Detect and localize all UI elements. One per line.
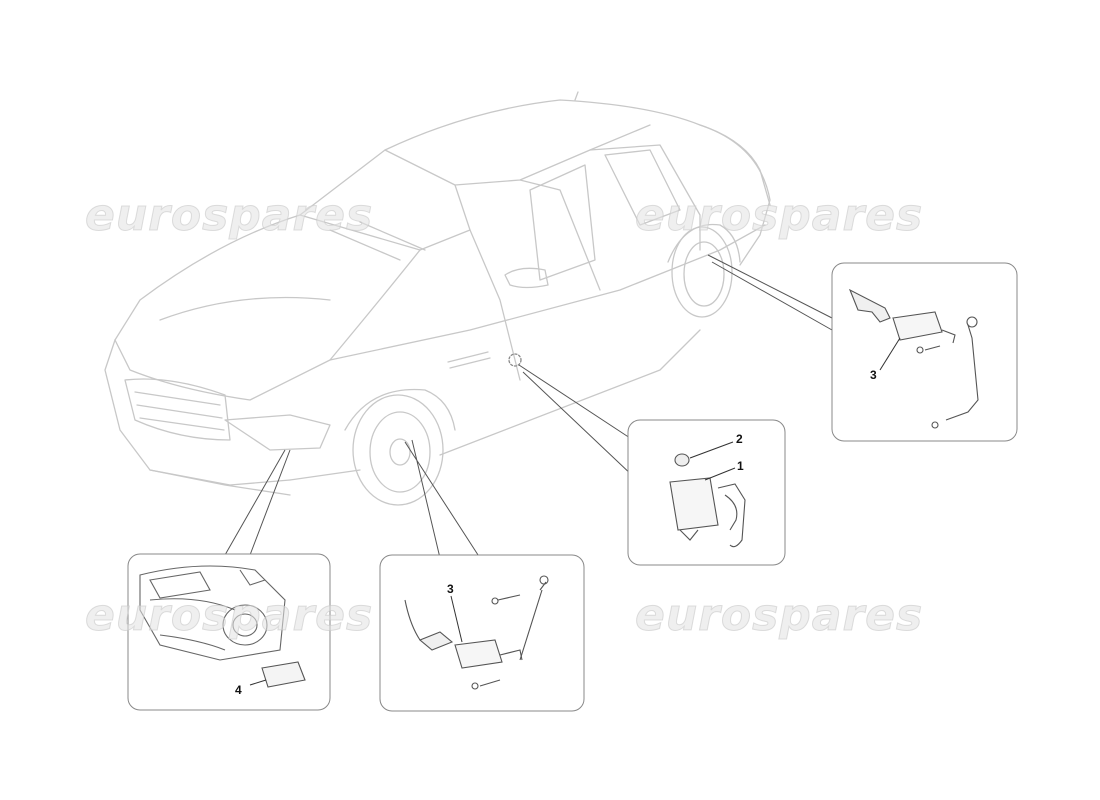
control-unit-part bbox=[669, 453, 746, 548]
leader-4 bbox=[249, 679, 267, 686]
callout-4-headlight-module: 4 bbox=[235, 683, 242, 697]
callout-2-grommet: 2 bbox=[736, 432, 743, 446]
leader-3-rear bbox=[879, 337, 901, 371]
rear-sensor-part bbox=[848, 288, 979, 429]
callout-3-front-sensor: 3 bbox=[447, 582, 454, 596]
leader-2 bbox=[689, 441, 734, 459]
headlight-detail-box bbox=[127, 553, 331, 711]
callout-3-rear-sensor: 3 bbox=[870, 368, 877, 382]
leader-lines bbox=[224, 254, 833, 559]
headlight-part bbox=[139, 565, 286, 661]
front-sensor-detail-box bbox=[379, 554, 585, 712]
headlight-module-part bbox=[261, 661, 306, 688]
front-sensor-part bbox=[404, 575, 549, 690]
leader-3-front bbox=[450, 595, 463, 643]
detail-boxes bbox=[127, 262, 1018, 712]
leader-1 bbox=[704, 467, 736, 481]
callout-1-control-unit: 1 bbox=[737, 459, 744, 473]
car-illustration bbox=[104, 91, 771, 506]
rear-sensor-detail-box bbox=[831, 262, 1018, 442]
